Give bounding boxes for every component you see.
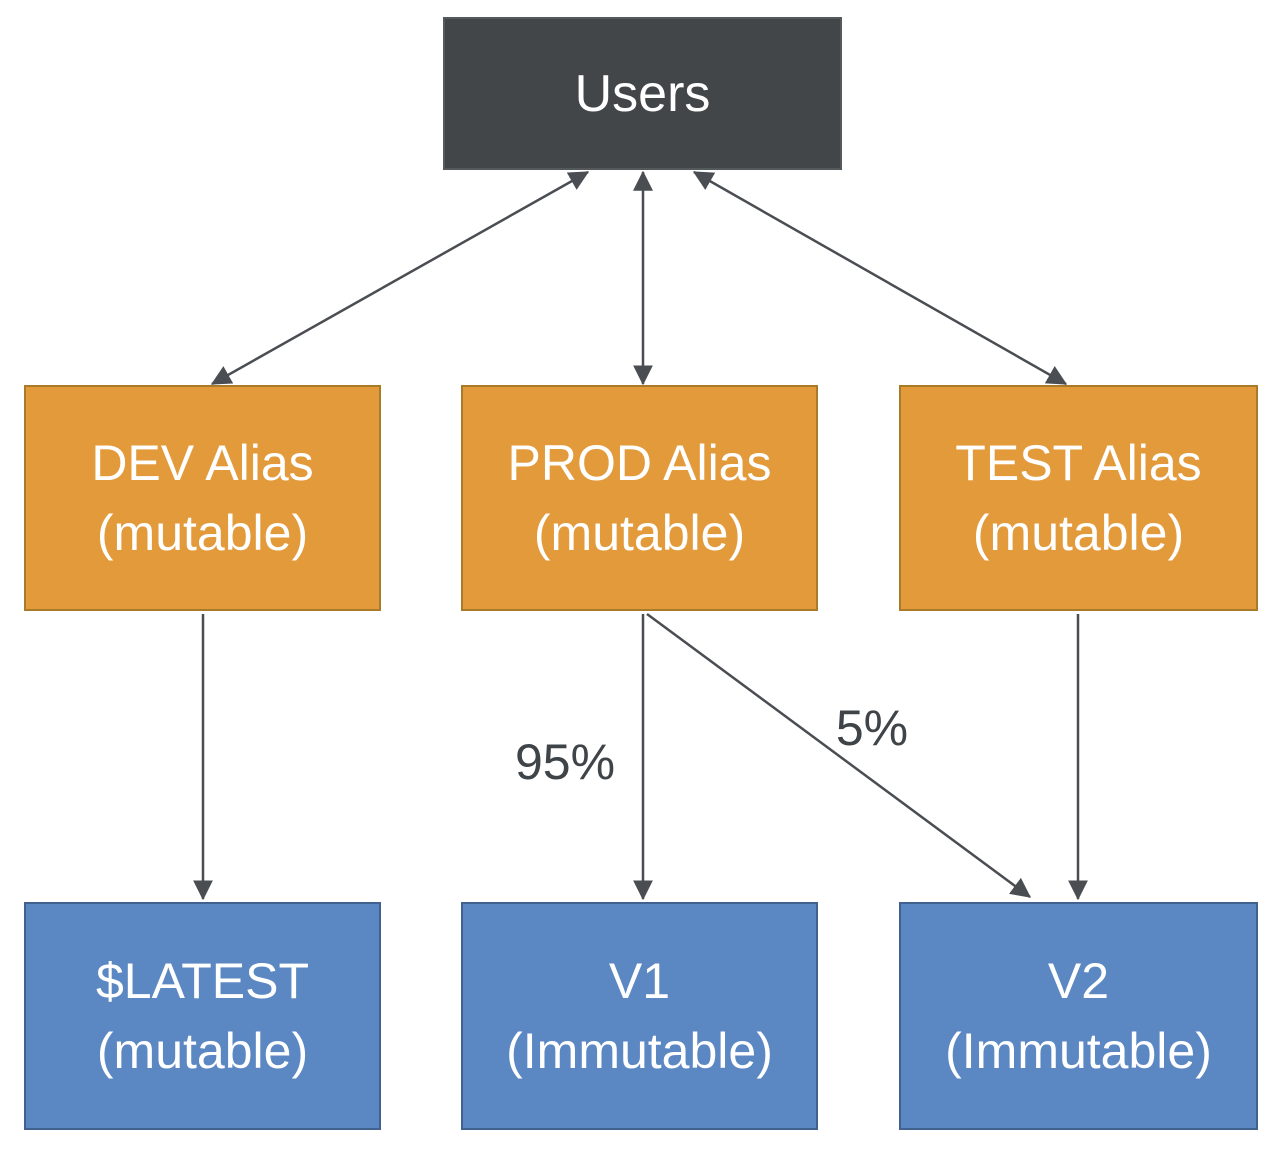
users-node: Users	[443, 17, 842, 170]
v1-version-subtitle: (Immutable)	[506, 1023, 773, 1079]
users-node-label: Users	[574, 64, 711, 123]
latest-version-node: $LATEST (mutable)	[24, 902, 381, 1130]
dev-alias-title: DEV Alias	[91, 435, 314, 491]
prod-alias-title: PROD Alias	[507, 435, 772, 491]
dev-alias-node: DEV Alias (mutable)	[24, 385, 381, 611]
traffic-5-label: 5%	[835, 700, 909, 756]
latest-version-subtitle: (mutable)	[96, 1023, 309, 1079]
test-alias-title: TEST Alias	[955, 435, 1202, 491]
v2-version-title: V2	[1047, 953, 1110, 1009]
users-test-arrow	[692, 170, 1068, 386]
users-dev-arrow	[210, 170, 590, 386]
v1-version-node: V1 (Immutable)	[461, 902, 818, 1130]
v2-version-node: V2 (Immutable)	[899, 902, 1258, 1130]
test-alias-subtitle: (mutable)	[972, 505, 1185, 561]
traffic-95-label: 95%	[514, 734, 616, 790]
prod-alias-subtitle: (mutable)	[533, 505, 746, 561]
v2-version-subtitle: (Immutable)	[945, 1023, 1212, 1079]
v1-version-title: V1	[608, 953, 671, 1009]
test-alias-node: TEST Alias (mutable)	[899, 385, 1258, 611]
prod-alias-node: PROD Alias (mutable)	[461, 385, 818, 611]
dev-alias-subtitle: (mutable)	[96, 505, 309, 561]
latest-version-title: $LATEST	[95, 953, 310, 1009]
